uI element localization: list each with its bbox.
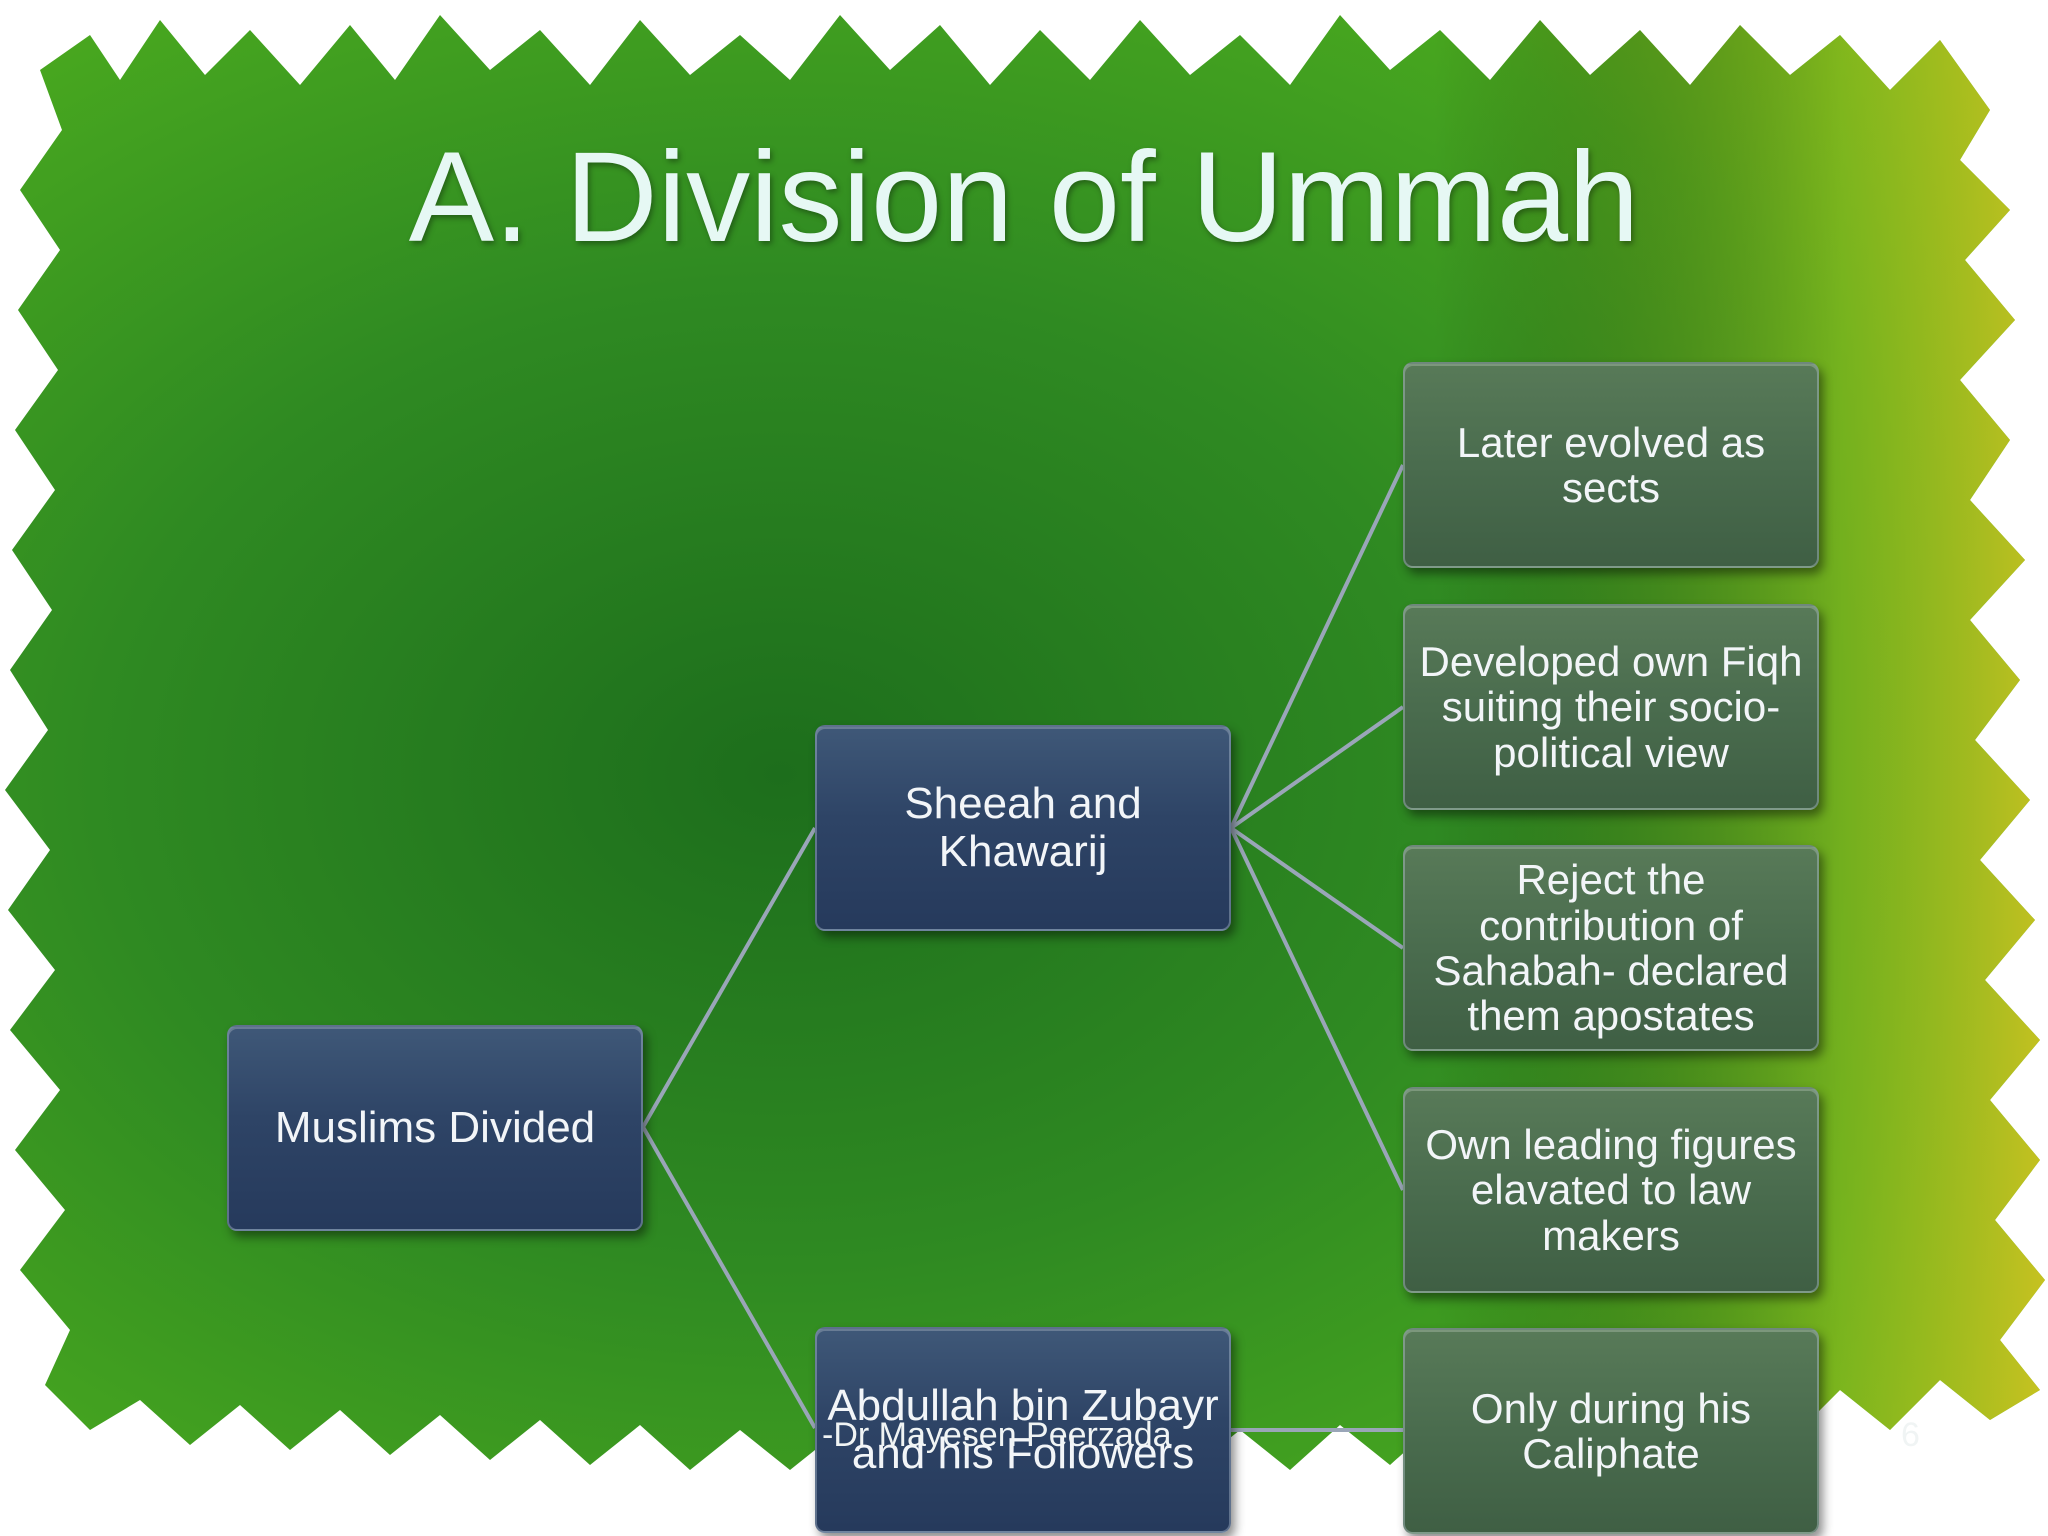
node-own-leading-figures: Own leading figures elavated to law make… xyxy=(1403,1087,1819,1293)
node-later-evolved-as-sects-label: Later evolved as sects xyxy=(1456,418,1766,511)
connector-branch-1-child-1 xyxy=(1229,464,1405,829)
node-muslims-divided: Muslims Divided xyxy=(227,1025,643,1231)
node-reject-contribution-label: Reject the contribution of Sahabah- decl… xyxy=(1433,856,1789,1040)
connector-branch-1-child-3 xyxy=(1229,826,1405,950)
node-sheeah-and-khawarij: Sheeah and Khawarij xyxy=(815,725,1231,931)
connector-branch-1-child-4 xyxy=(1229,827,1405,1191)
node-later-evolved-as-sects: Later evolved as sects xyxy=(1403,362,1819,568)
node-only-during-his-caliphate: Only during his Caliphate xyxy=(1403,1328,1819,1534)
node-abdullah-bin-zubayr-label: Abdullah bin Zubayr and his Followers xyxy=(827,1381,1219,1478)
slide-title: A. Division of Ummah xyxy=(408,126,1640,269)
footer-author: -Dr Mayesen Peerzada xyxy=(822,1416,1172,1454)
node-reject-contribution-of-sahabah: Reject the contribution of Sahabah- decl… xyxy=(1403,845,1819,1051)
slide-number: 6 xyxy=(1901,1416,1920,1454)
node-sheeah-and-khawarij-label: Sheeah and Khawarij xyxy=(904,779,1142,876)
node-abdullah-bin-zubayr: Abdullah bin Zubayr and his Followers xyxy=(815,1327,1231,1533)
node-developed-own-fiqh-label: Developed own Fiqh suiting their socio-p… xyxy=(1419,637,1803,776)
node-only-during-his-caliphate-label: Only during his Caliphate xyxy=(1470,1384,1752,1477)
connector-root-branch-2 xyxy=(641,1126,817,1429)
node-muslims-divided-label: Muslims Divided xyxy=(274,1103,596,1153)
node-own-leading-figures-label: Own leading figures elavated to law make… xyxy=(1425,1120,1797,1259)
node-developed-own-fiqh: Developed own Fiqh suiting their socio-p… xyxy=(1403,604,1819,810)
connector-branch-1-child-2 xyxy=(1229,705,1405,830)
connector-root-branch-1 xyxy=(641,827,817,1128)
